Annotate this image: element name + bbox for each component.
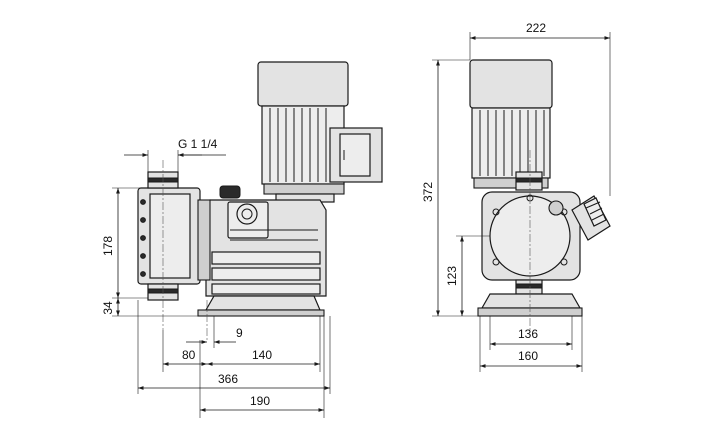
end-motor-top <box>469 59 553 109</box>
housing-rib-3 <box>211 283 321 295</box>
dosing-head-bolts <box>140 199 146 277</box>
housing-rib-2 <box>211 267 321 281</box>
height-base-label: 34 <box>101 301 115 315</box>
end-base-foot <box>480 293 582 309</box>
end-motor-ribs <box>471 107 551 179</box>
end-motor-flange <box>473 177 549 189</box>
base-plate <box>197 309 325 317</box>
height-flange-label: 178 <box>101 236 115 256</box>
base-160-label: 160 <box>518 349 538 363</box>
end-motor-rib-lines <box>479 110 545 176</box>
end-vent-icon <box>548 200 564 216</box>
front-view <box>137 61 383 340</box>
offset-80-label: 80 <box>182 348 196 362</box>
connection-label: G 1 1/4 <box>178 137 218 151</box>
end-outlet-nut-icon <box>515 177 543 183</box>
width-222-label: 222 <box>526 21 546 35</box>
end-inlet-nut-icon <box>515 283 543 289</box>
length-366-label: 366 <box>218 372 238 386</box>
end-head-bolts <box>492 194 568 266</box>
motor-flange <box>263 183 345 195</box>
length-190-label: 190 <box>250 394 270 408</box>
height-123-label: 123 <box>445 266 459 286</box>
motor-rib-lines <box>269 108 327 182</box>
housing-rib-1 <box>211 251 321 265</box>
stroke-knob-icon <box>219 185 241 199</box>
head-adapter <box>197 199 211 281</box>
dosing-head-face <box>149 193 191 279</box>
stroke-dial-icon <box>236 203 258 225</box>
front-view-dimensions: G 1 1/4 178 34 9 80 140 366 190 <box>101 137 331 418</box>
terminal-box-cover <box>339 133 371 177</box>
end-view <box>469 59 611 330</box>
base-136-label: 136 <box>518 327 538 341</box>
motor-top <box>257 61 349 107</box>
height-372-label: 372 <box>421 182 435 202</box>
base-foot <box>204 295 321 311</box>
offset-140-label: 140 <box>252 348 272 362</box>
end-view-dimensions: 222 372 123 136 160 <box>421 21 611 372</box>
offset-9-label: 9 <box>236 326 243 340</box>
